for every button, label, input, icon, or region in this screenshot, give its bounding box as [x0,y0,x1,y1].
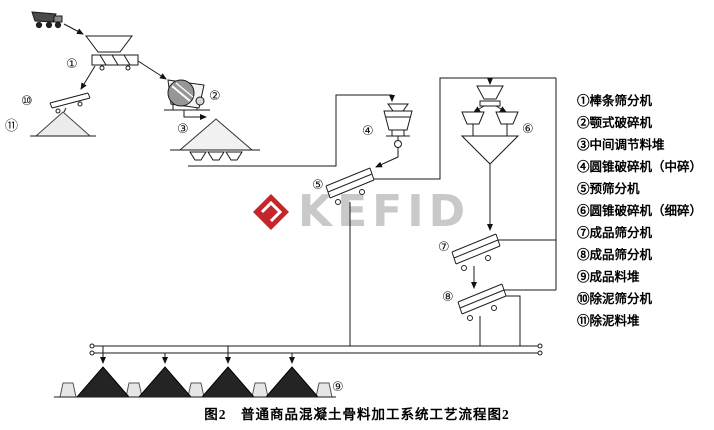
product-screen-2 [457,283,507,321]
cone-crusher-medium [383,103,413,148]
legend-item-7: ⑦成品筛分机 [577,226,653,240]
flow-prescreen-oversize [374,77,556,180]
flow-grizzly-to-mudscreen [80,65,96,90]
diagram-number-labels: ① ② ③ ④ ⑤ ⑥ ⑦ ⑧ ⑨ ⑩ ⑪ [5,57,534,395]
watermark: KEFID [252,190,470,234]
legend-item-10: ⑩除泥筛分机 [577,292,653,306]
flow-jaw-to-stockpile [183,110,207,120]
legend-item-5: ⑤预筛分机 [577,182,640,196]
dump-truck-icon [31,11,84,35]
legend-item-4: ④圆锥破碎机（中碎） [577,160,703,174]
figure-caption: 图2 普通商品混凝土骨料加工系统工艺流程图2 [204,407,510,422]
legend: ①棒条筛分机 ②颚式破碎机 ③中间调节料堆 ④圆锥破碎机（中碎） ⑤预筛分机 ⑥… [577,90,702,332]
label-5: ⑤ [312,178,324,193]
label-6: ⑥ [522,122,534,137]
label-9: ⑨ [332,380,344,395]
pre-screen [325,167,375,205]
flow-cone-to-prescreen [375,147,399,168]
flow-screen2-product [506,295,521,346]
mud-removal-screen [49,92,91,114]
label-11: ⑪ [5,119,18,134]
label-2: ② [209,89,221,104]
product-conveyors [89,343,543,364]
product-stockpiles [54,366,336,398]
label-4: ④ [362,124,374,139]
label-1: ① [66,57,78,72]
receiving-hopper-grizzly [85,35,139,71]
cone-crusher-fine-unit [460,85,520,165]
legend-item-9: ⑨成品料堆 [577,270,640,284]
label-3: ③ [177,122,189,137]
legend-item-2: ②颚式破碎机 [577,116,653,130]
label-8: ⑧ [442,290,454,305]
label-7: ⑦ [438,240,450,255]
legend-item-11: ⑪除泥料堆 [577,314,640,328]
intermediate-stockpile [170,118,260,161]
kefid-logo-icon [253,194,289,230]
legend-item-8: ⑧成品筛分机 [577,248,653,262]
watermark-text: KEFID [298,186,471,237]
flow-reclaim-to-cone [188,94,395,167]
jaw-crusher [164,79,210,111]
label-10: ⑩ [21,94,33,109]
legend-item-6: ⑥圆锥破碎机（细碎） [577,204,703,218]
legend-item-1: ①棒条筛分机 [577,94,653,108]
mud-stockpile [30,111,96,137]
legend-item-3: ③中间调节料堆 [577,138,665,152]
product-screen-1 [451,233,501,271]
flow-grizzly-to-jaw [137,60,167,80]
